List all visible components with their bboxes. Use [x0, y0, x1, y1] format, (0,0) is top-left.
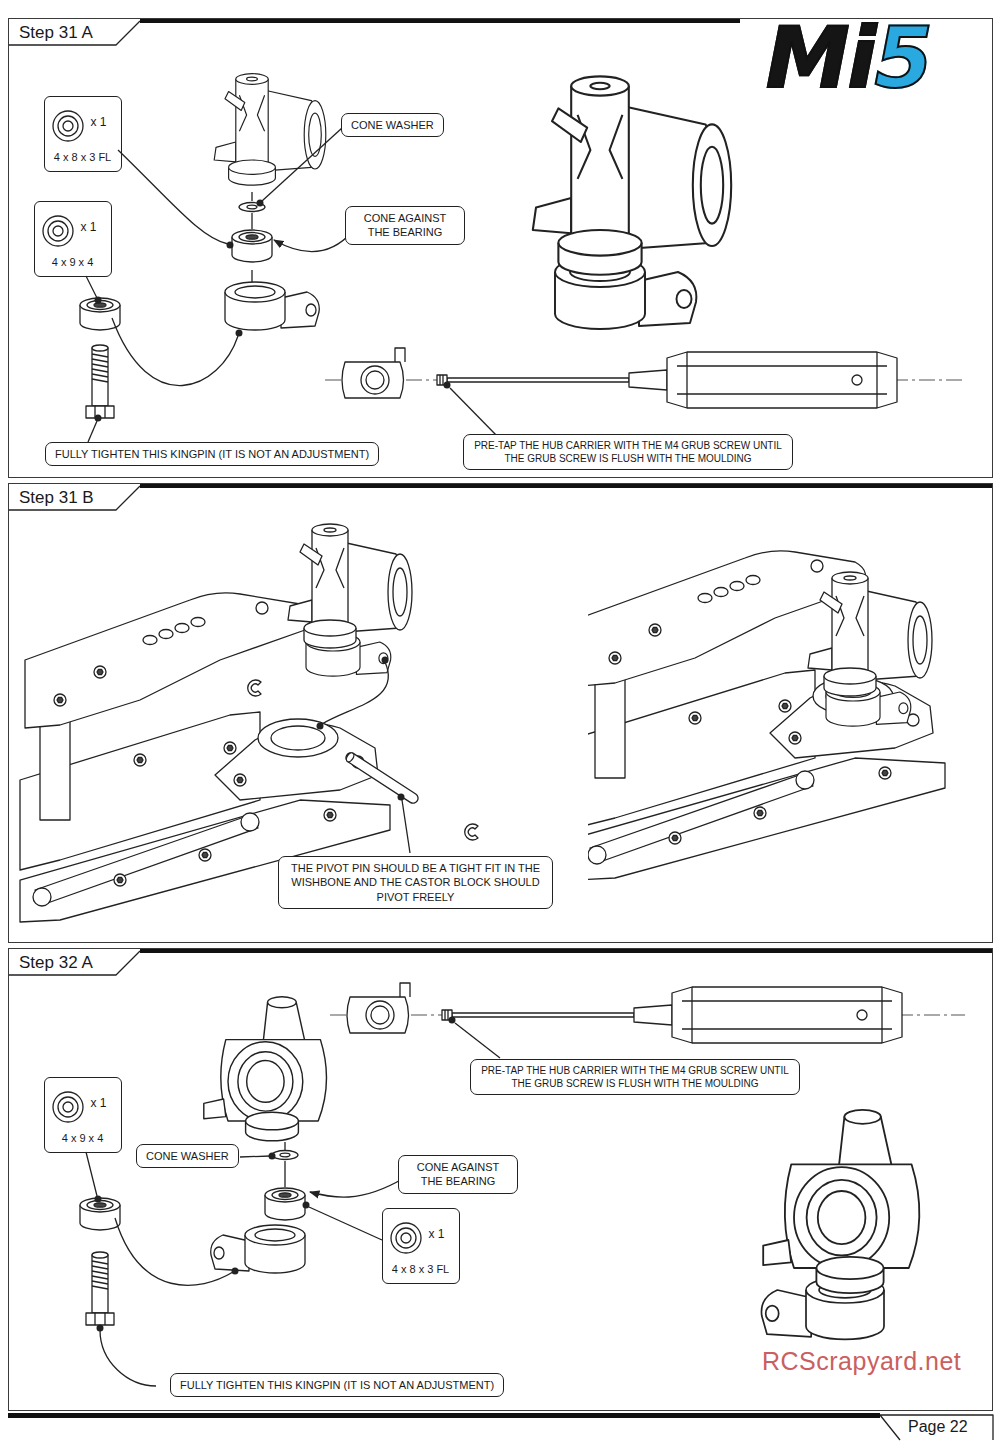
part-quantity: x 1: [81, 220, 111, 234]
page-number: Page 22: [908, 1418, 968, 1436]
step-heading: Step 31 A: [9, 19, 93, 43]
step-31a-assembled: [533, 76, 731, 329]
callout-text: CONE AGAINST THE BEARING: [408, 1160, 508, 1189]
callout-text: CONE WASHER: [351, 118, 434, 132]
callout-text: THE PIVOT PIN SHOULD BE A TIGHT FIT IN T…: [288, 861, 543, 904]
callout-text: PRE-TAP THE HUB CARRIER WITH THE M4 GRUB…: [473, 439, 783, 465]
callout-box: FULLY TIGHTEN THIS KINGPIN (IT IS NOT AN…: [170, 1373, 504, 1397]
part-size: 4 x 8 x 3 FL: [383, 1263, 459, 1276]
step-panel: Step 31 B THE PIVOT PIN SHOULD BE A TIGHT…: [8, 483, 993, 943]
part-quantity: x 1: [91, 115, 121, 129]
part-size: 4 x 9 x 4: [45, 1132, 121, 1145]
parts-box: x 1 4 x 9 x 4: [44, 1077, 122, 1153]
callout-box: CONE AGAINST THE BEARING: [345, 206, 465, 245]
part-size: 4 x 9 x 4: [35, 256, 111, 269]
step-panel: Step 32 A PRE-TAP THE HUB CARRIER WITH TH…: [8, 948, 993, 1411]
callout-box: FULLY TIGHTEN THIS KINGPIN (IT IS NOT AN…: [45, 442, 379, 466]
step-heading: Step 31 B: [9, 484, 94, 508]
part-size: 4 x 8 x 3 FL: [45, 151, 121, 164]
parts-box: x 1 4 x 9 x 4: [34, 201, 112, 277]
callout-text: FULLY TIGHTEN THIS KINGPIN (IT IS NOT AN…: [180, 1378, 494, 1392]
step-32a-exploded: [53, 997, 421, 1386]
step-heading: Step 32 A: [9, 949, 93, 973]
parts-box: x 1 4 x 8 x 3 FL: [44, 96, 122, 172]
step-31a-pretap: [325, 348, 965, 437]
callout-box: PRE-TAP THE HUB CARRIER WITH THE M4 GRUB…: [463, 434, 793, 470]
callout-text: CONE WASHER: [146, 1149, 229, 1163]
callout-text: FULLY TIGHTEN THIS KINGPIN (IT IS NOT AN…: [55, 447, 369, 461]
parts-box: x 1 4 x 8 x 3 FL: [382, 1208, 460, 1284]
callout-text: CONE AGAINST THE BEARING: [355, 211, 455, 240]
step-31b-assembled: [575, 551, 945, 880]
callout-text: PRE-TAP THE HUB CARRIER WITH THE M4 GRUB…: [480, 1064, 790, 1090]
callout-box: CONE WASHER: [341, 113, 444, 137]
part-quantity: x 1: [91, 1096, 121, 1110]
step-32a-pretap: [330, 983, 965, 1058]
callout-box: THE PIVOT PIN SHOULD BE A TIGHT FIT IN T…: [278, 856, 553, 909]
step-32a-assembled: [761, 1110, 919, 1340]
callout-box: CONE WASHER: [136, 1144, 239, 1168]
brand-logo: Mi5: [752, 8, 945, 108]
step-header-bars: [8, 18, 993, 1440]
callout-box: PRE-TAP THE HUB CARRIER WITH THE M4 GRUB…: [470, 1059, 800, 1095]
callout-box: CONE AGAINST THE BEARING: [398, 1155, 518, 1194]
watermark: RCScrapyard.net: [762, 1347, 961, 1376]
part-quantity: x 1: [429, 1227, 459, 1241]
